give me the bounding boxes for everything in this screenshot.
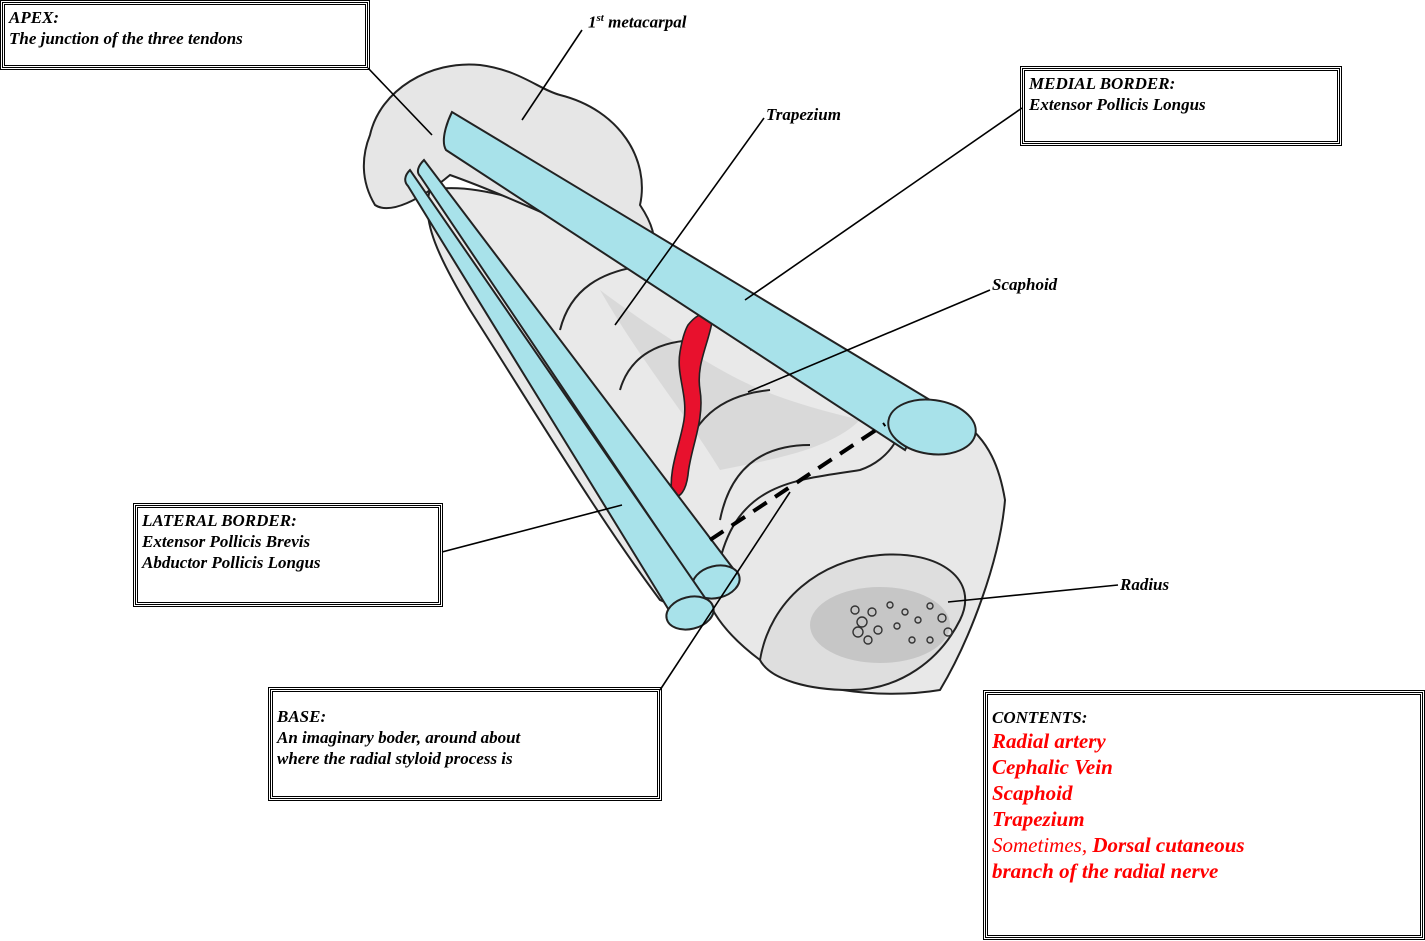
contents-item-nerve-line-1: Sometimes, Dorsal cutaneous bbox=[992, 832, 1416, 858]
contents-dorsal-cutaneous: Dorsal cutaneous bbox=[1092, 833, 1244, 857]
medial-border-title: MEDIAL BORDER: bbox=[1029, 73, 1333, 94]
lateral-border-line-1: Extensor Pollicis Brevis bbox=[142, 531, 434, 552]
base-box: BASE: An imaginary boder, around about w… bbox=[270, 689, 660, 799]
base-line-2: where the radial styloid process is bbox=[277, 748, 653, 769]
apex-line-1: The junction of the three tendons bbox=[9, 28, 361, 49]
contents-item-scaphoid: Scaphoid bbox=[992, 780, 1416, 806]
radius-marrow bbox=[810, 587, 950, 663]
contents-item-trapezium: Trapezium bbox=[992, 806, 1416, 832]
lateral-border-title: LATERAL BORDER: bbox=[142, 510, 434, 531]
label-first-metacarpal-text: metacarpal bbox=[604, 13, 687, 32]
label-trapezium: Trapezium bbox=[766, 104, 841, 125]
label-radius: Radius bbox=[1120, 574, 1169, 595]
base-line-1: An imaginary boder, around about bbox=[277, 727, 653, 748]
apex-title: APEX: bbox=[9, 7, 361, 28]
contents-title: CONTENTS: bbox=[992, 707, 1416, 728]
contents-box: CONTENTS: Radial artery Cephalic Vein Sc… bbox=[985, 692, 1423, 938]
medial-border-line-1: Extensor Pollicis Longus bbox=[1029, 94, 1333, 115]
label-scaphoid: Scaphoid bbox=[992, 274, 1057, 295]
lateral-border-line-2: Abductor Pollicis Longus bbox=[142, 552, 434, 573]
base-title: BASE: bbox=[277, 706, 653, 727]
contents-item-nerve-line-2: branch of the radial nerve bbox=[992, 858, 1416, 884]
contents-item-cephalic-vein: Cephalic Vein bbox=[992, 754, 1416, 780]
apex-box: APEX: The junction of the three tendons bbox=[2, 2, 368, 68]
medial-border-box: MEDIAL BORDER: Extensor Pollicis Longus bbox=[1022, 68, 1340, 144]
label-first-metacarpal: 1st metacarpal bbox=[588, 8, 686, 33]
lateral-border-box: LATERAL BORDER: Extensor Pollicis Brevis… bbox=[135, 505, 441, 605]
contents-sometimes-prefix: Sometimes, bbox=[992, 833, 1092, 857]
contents-item-radial-artery: Radial artery bbox=[992, 728, 1416, 754]
label-first-metacarpal-number: 1 bbox=[588, 13, 597, 32]
label-first-metacarpal-suffix: st bbox=[597, 12, 604, 24]
